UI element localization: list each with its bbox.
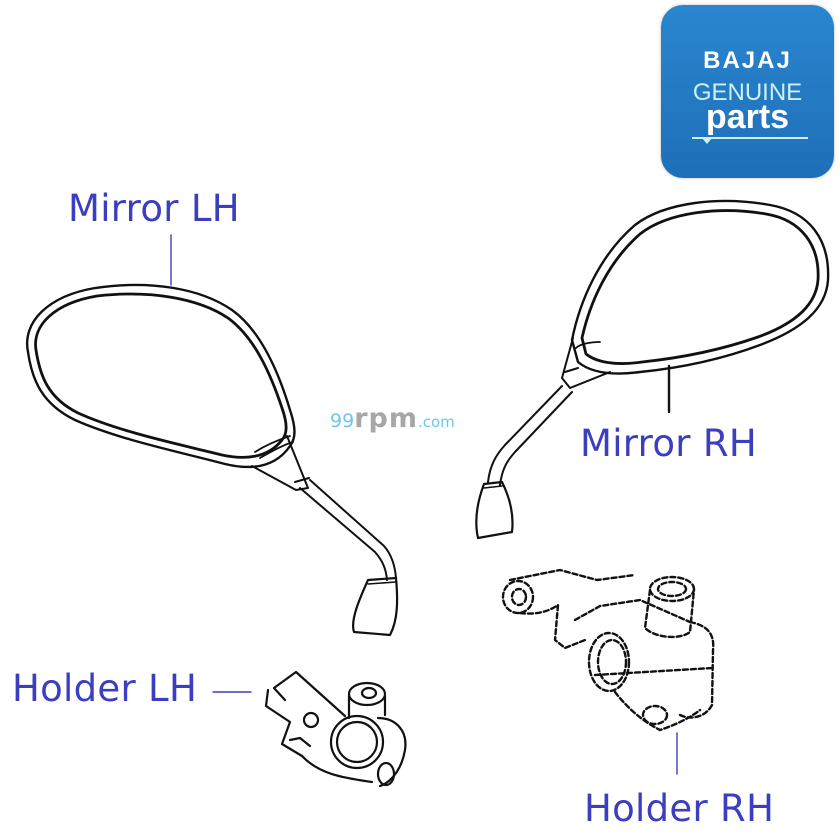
- logo-brand-text: BAJAJ: [703, 47, 792, 74]
- holder-rh-drawing: [501, 568, 715, 732]
- label-mirror-lh: Mirror LH: [68, 187, 240, 230]
- logo-genuine-text: GENUINE: [692, 79, 803, 106]
- bajaj-genuine-parts-logo: BAJAJ GENUINE parts: [661, 5, 834, 178]
- logo-parts-text: parts: [705, 98, 790, 136]
- holder-lh-drawing: [212, 670, 407, 788]
- label-mirror-rh: Mirror RH: [580, 422, 758, 465]
- logo-triangle-icon: [701, 137, 713, 144]
- watermark-prefix: 99: [330, 410, 355, 432]
- watermark-main: rpm: [354, 403, 418, 434]
- label-holder-lh: Holder LH: [12, 667, 198, 710]
- watermark-suffix: .com: [417, 413, 455, 431]
- watermark-99rpm: 99rpm.com: [330, 403, 455, 434]
- mirror-lh-drawing: [25, 234, 399, 637]
- mirror-rh-drawing: [475, 199, 830, 540]
- logo-underline: [692, 137, 808, 139]
- label-holder-rh: Holder RH: [584, 787, 775, 830]
